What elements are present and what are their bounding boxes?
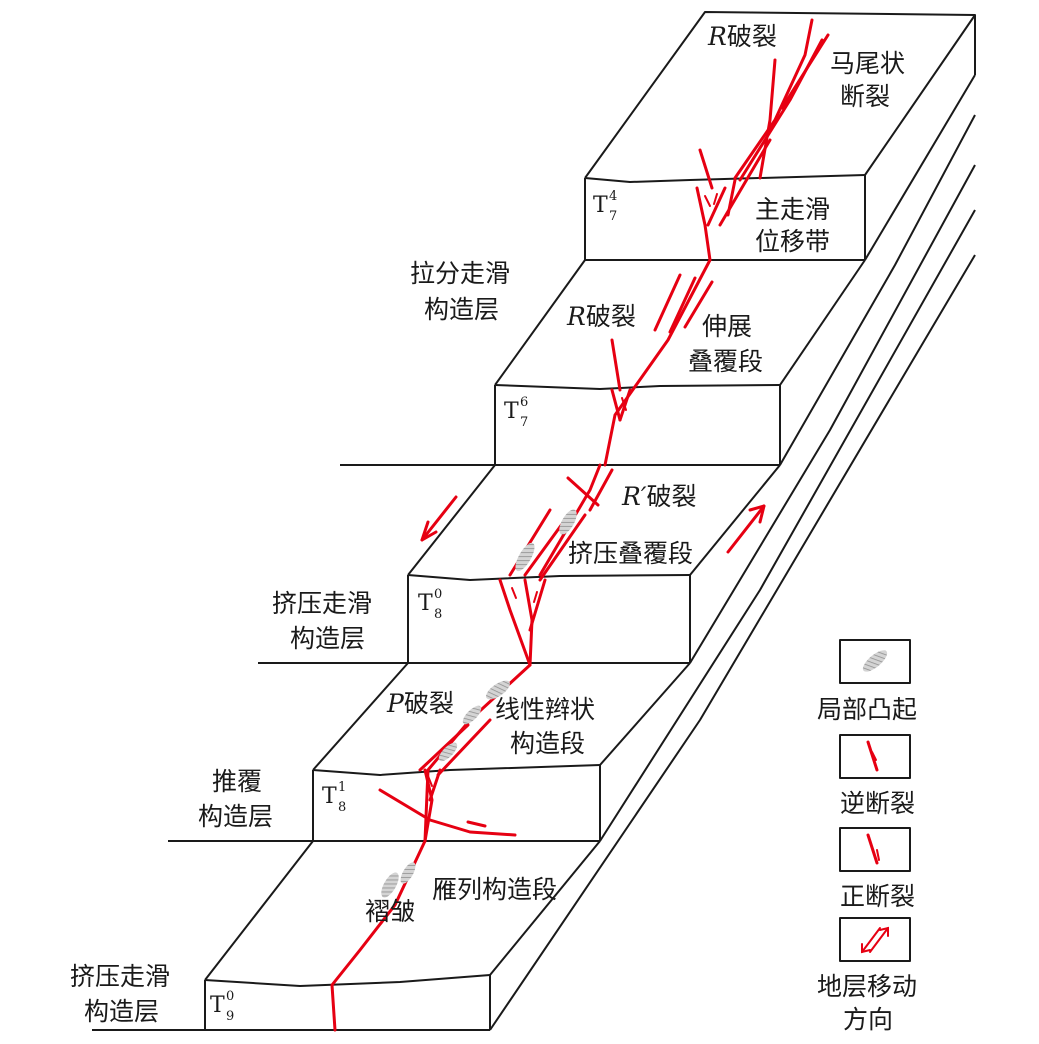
svg-text:8: 8 (434, 607, 442, 622)
legend-normal-fault: 正断裂 (839, 827, 915, 911)
r-fracture-mid (610, 338, 622, 392)
pull-apart-label-2: 构造层 (424, 295, 499, 324)
main-fault-level5 (330, 839, 427, 1032)
horsetail-fault-1 (758, 58, 777, 180)
svg-text:7: 7 (520, 415, 528, 430)
horizon-labels: T 4 7 T 6 7 T 0 8 T 1 8 T 0 9 (210, 189, 617, 1024)
svg-text:6: 6 (520, 395, 528, 410)
thrust-label-1: 推覆 (212, 767, 262, 796)
pull-apart-label-1: 拉分走滑 (410, 259, 510, 288)
main-fault-level2 (603, 258, 712, 467)
strata-movement-arrows (420, 495, 766, 554)
r-fracture-top-1 (698, 148, 714, 190)
r-prime-fracture (566, 476, 600, 507)
thrust-label-2: 构造层 (198, 802, 273, 831)
svg-text:方向: 方向 (843, 1005, 893, 1034)
diagram-labels: R破裂 马尾状 断裂 主走滑 位移带 拉分走滑 构造层 R破裂 伸展 叠覆段 R… (70, 22, 905, 1026)
strata-movement-icon (861, 926, 889, 954)
horsetail-fault-4 (780, 33, 830, 110)
legend-reverse-fault: 逆断裂 (839, 734, 915, 818)
legend-local-uplift: 局部凸起 (817, 639, 917, 724)
svg-text:T: T (210, 993, 225, 1018)
horizon-t7-6: T 6 7 (504, 395, 528, 430)
local-uplifts (381, 509, 577, 898)
braided-fault-2 (436, 718, 492, 777)
compress-layer-b-label-2: 构造层 (84, 997, 159, 1026)
main-zone-label-2: 位移带 (755, 227, 830, 256)
svg-text:地层移动: 地层移动 (817, 972, 917, 1001)
reverse-fault-icon (866, 740, 879, 772)
r-fracture-top-label: R破裂 (707, 22, 777, 51)
main-fault-y-right (706, 186, 727, 227)
svg-text:T: T (593, 193, 608, 218)
horsetail-label-1: 马尾状 (830, 49, 905, 78)
r-fracture-top-2 (726, 178, 737, 217)
en-echelon-ext-1 (653, 273, 682, 332)
fold-label: 褶皱 (365, 897, 415, 926)
horsetail-label-2: 断裂 (840, 82, 890, 111)
en-echelon-ext-2 (668, 276, 697, 334)
compress-layer-a-label-1: 挤压走滑 (272, 589, 372, 618)
horizon-t9-0: T 0 9 (210, 989, 234, 1024)
compress-layer-a-label-2: 构造层 (290, 624, 365, 653)
legend: 局部凸起 逆断裂 正断裂 地层移动 (817, 639, 917, 1034)
p-fracture-label: P破裂 (386, 689, 454, 718)
svg-text:4: 4 (609, 189, 617, 204)
compression-fault-2 (523, 518, 567, 577)
horizon-t8-1: T 1 8 (322, 780, 346, 815)
svg-text:9: 9 (226, 1009, 234, 1024)
svg-text:T: T (504, 399, 519, 424)
extension-label-2: 叠覆段 (688, 347, 763, 376)
en-echelon-ext-3 (683, 280, 714, 329)
r-prime-label: R′破裂 (621, 482, 697, 511)
horsetail-fault-2 (733, 18, 814, 180)
svg-text:T: T (322, 784, 337, 809)
legend-strata-movement: 地层移动 方向 (817, 917, 917, 1034)
svg-text:8: 8 (338, 800, 346, 815)
fault-traces (330, 18, 830, 1032)
main-zone-label-1: 主走滑 (755, 195, 830, 224)
svg-text:正断裂: 正断裂 (840, 882, 915, 911)
svg-text:7: 7 (609, 209, 617, 224)
horizon-t8-0: T 0 8 (418, 587, 442, 622)
local-uplift-icon (862, 650, 888, 672)
thrust-fault (378, 788, 517, 837)
svg-text:1: 1 (338, 780, 346, 795)
compression-overlap-label: 挤压叠覆段 (568, 539, 693, 568)
braided-fault-1 (418, 723, 470, 772)
normal-fault-icon (866, 833, 880, 865)
r-fracture-mid-label: R破裂 (566, 302, 636, 331)
svg-text:0: 0 (226, 989, 234, 1004)
braided-label-1: 线性辫状 (495, 695, 595, 724)
braided-label-2: 构造段 (510, 729, 585, 758)
main-fault-y-left (695, 186, 712, 262)
svg-text:局部凸起: 局部凸起 (817, 695, 917, 724)
en-echelon-label: 雁列构造段 (432, 875, 557, 904)
svg-text:逆断裂: 逆断裂 (840, 789, 915, 818)
compression-fault-3 (538, 513, 587, 582)
compress-layer-b-label-1: 挤压走滑 (70, 962, 170, 991)
block-outlines (92, 11, 976, 1031)
horizon-t7-4: T 4 7 (593, 189, 617, 224)
extension-label-1: 伸展 (702, 312, 752, 341)
svg-text:T: T (418, 591, 433, 616)
svg-text:0: 0 (434, 587, 442, 602)
